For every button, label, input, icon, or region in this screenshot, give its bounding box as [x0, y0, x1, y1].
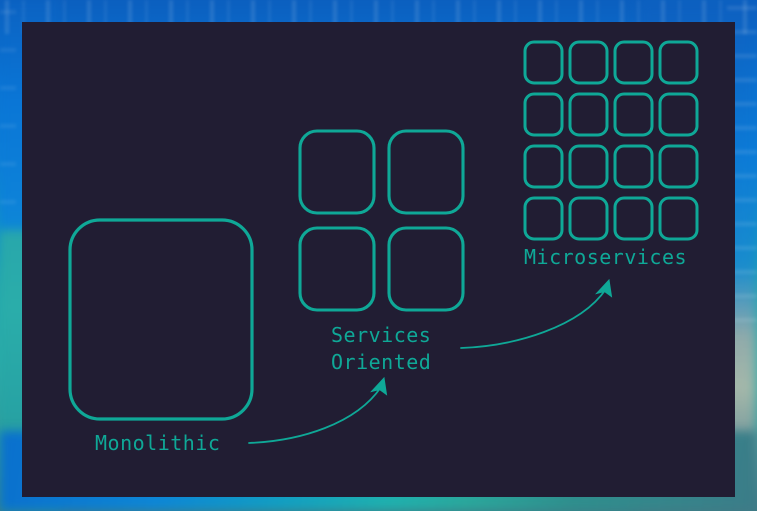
- microservice-block: [523, 40, 564, 85]
- microservice-block: [523, 92, 564, 137]
- monolith-block: [68, 218, 254, 421]
- backdrop-speckle-left: [0, 0, 16, 230]
- stage-services-oriented-shapes: [298, 129, 465, 312]
- arrowhead-icon: [594, 278, 613, 298]
- microservice-block: [658, 196, 699, 241]
- service-block: [298, 129, 376, 215]
- arrow-monolithic-to-services-oriented: [248, 376, 388, 444]
- microservice-block: [568, 92, 609, 137]
- microservice-block: [568, 144, 609, 189]
- service-block: [298, 226, 376, 312]
- service-block: [387, 226, 465, 312]
- microservice-block: [568, 40, 609, 85]
- microservice-block: [613, 92, 654, 137]
- stage-microservices-shapes: [523, 40, 699, 241]
- microservice-block: [568, 196, 609, 241]
- microservice-block: [613, 196, 654, 241]
- service-block: [387, 129, 465, 215]
- microservice-block: [658, 40, 699, 85]
- microservice-block: [658, 144, 699, 189]
- stage-label-microservices: Microservices: [524, 245, 688, 269]
- stage-label-monolithic: Monolithic: [95, 431, 221, 455]
- arrowhead-icon: [369, 376, 388, 396]
- stage-label-services-oriented-line1: Services: [331, 323, 432, 347]
- microservice-block: [658, 92, 699, 137]
- microservice-block: [613, 40, 654, 85]
- stage-monolithic-shapes: [68, 218, 254, 421]
- microservice-block: [523, 144, 564, 189]
- arrow-services-oriented-to-microservices: [460, 278, 613, 349]
- stage-label-services-oriented-line2: Oriented: [331, 349, 432, 374]
- microservice-block: [613, 144, 654, 189]
- microservice-block: [523, 196, 564, 241]
